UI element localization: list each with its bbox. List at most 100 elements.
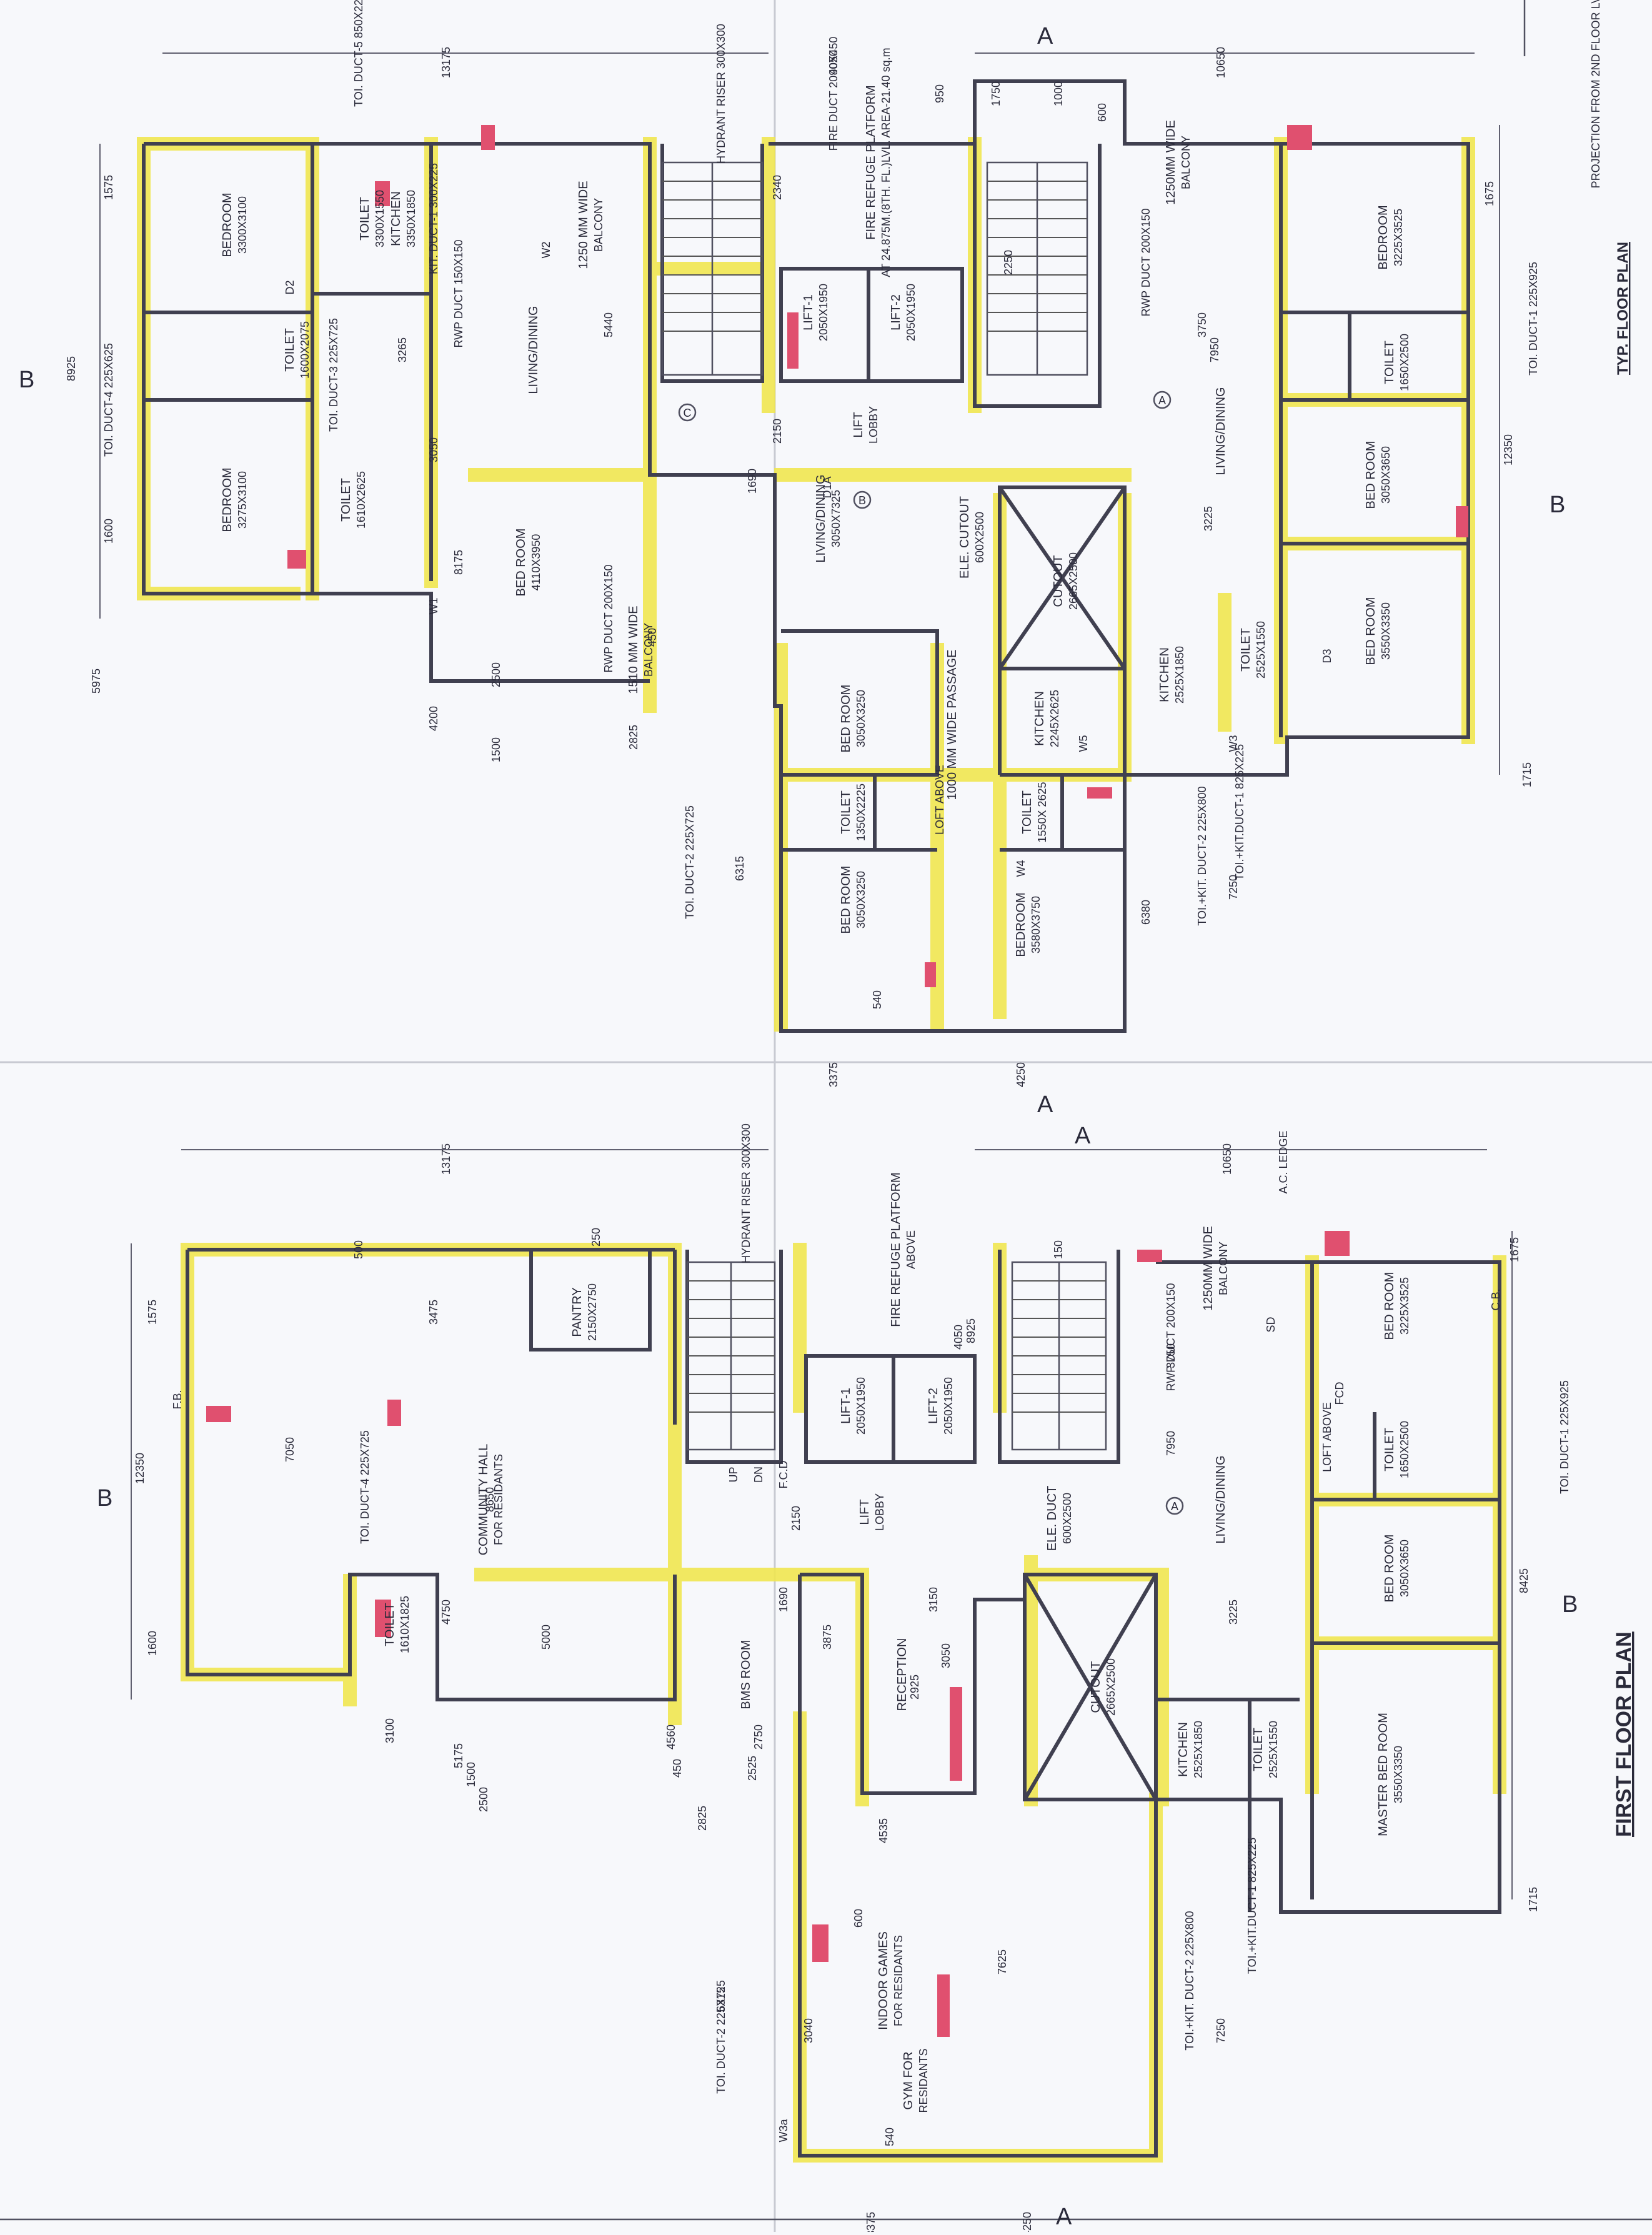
room-size: ABOVE xyxy=(905,1230,917,1269)
stair-left xyxy=(661,161,764,376)
annotation-label: C.B. xyxy=(1490,1288,1502,1310)
room-size: BALCONY xyxy=(592,198,605,252)
dim-value: 3050 xyxy=(940,1643,952,1668)
room-name: FIRE REFUGE PLATFORM xyxy=(864,85,878,239)
room-name: TOILET xyxy=(1251,1728,1265,1771)
dim-value: 600 xyxy=(852,1909,865,1928)
room-size: 1650X2500 xyxy=(1398,334,1411,391)
duct-block xyxy=(925,962,936,987)
door-tag: D2 xyxy=(284,280,296,294)
annotation-label: TOI. DUCT-4 225X625 xyxy=(102,343,115,457)
ff-stair-right xyxy=(1011,1261,1107,1451)
dim-value: 3750 xyxy=(1165,1343,1177,1368)
dim-value: 2500 xyxy=(477,1787,490,1812)
dim-value: 2525 xyxy=(746,1756,759,1781)
duct-block xyxy=(387,1400,401,1426)
dim-value: 1675 xyxy=(1508,1237,1521,1262)
grid-bubble-c xyxy=(678,403,697,422)
stair-right xyxy=(986,161,1088,376)
dim-value: 4200 xyxy=(427,706,440,731)
room-name: 1250 MM WIDE xyxy=(577,181,590,269)
room-size: 600X2500 xyxy=(973,512,986,563)
dim-value: 2500 xyxy=(490,662,502,687)
grid-letter: A xyxy=(1158,394,1166,407)
annotation-label: A.C. LEDGE xyxy=(1277,1130,1290,1193)
dim-value: 3100 xyxy=(384,1718,396,1743)
room-size: 600X2500 xyxy=(1061,1493,1073,1544)
room-size: BALCONY xyxy=(1180,136,1192,189)
room-size: 3050X3250 xyxy=(855,871,867,928)
room-name: FIRE REFUGE PLATFORM xyxy=(889,1172,903,1327)
dim-value: 7250 xyxy=(1227,875,1240,900)
room-size: 4110X3950 xyxy=(530,534,542,591)
dim-value: 500 xyxy=(352,1240,365,1259)
annotation-label: RWP DUCT 200X150 xyxy=(1140,208,1152,316)
section-markers: B B A A B B A A xyxy=(19,23,1578,2230)
room-name: 1250MM WIDE xyxy=(1164,120,1178,205)
room-size: 3580X3750 xyxy=(1030,896,1042,953)
room-size: LOBBY xyxy=(873,1493,886,1531)
annotation-label: PROJECTION FROM 2ND FLOOR LVL. xyxy=(1590,0,1602,188)
dim-value: 3225 xyxy=(1202,506,1215,531)
annotation-label: UP xyxy=(727,1466,740,1482)
annotation-label: TOI. DUCT-2 225X725 xyxy=(684,805,696,919)
room-name: GYM FOR xyxy=(902,2051,915,2109)
room-name: LIFT xyxy=(858,1499,872,1525)
room-name: BED ROOM xyxy=(839,685,853,753)
room-name: LIVING/DINING xyxy=(527,306,540,394)
duct-block xyxy=(1087,787,1112,799)
dim-value: 10650 xyxy=(1221,1143,1233,1175)
room-name: LIFT-2 xyxy=(927,1388,940,1424)
room-size: BALCONY xyxy=(642,623,655,677)
dim-value: 540 xyxy=(871,990,883,1009)
room-name: KITCHEN xyxy=(1033,691,1047,746)
room-size: 3225X3525 xyxy=(1398,1277,1411,1335)
room-size: LOBBY xyxy=(867,406,880,444)
dim-value: 2825 xyxy=(627,725,640,750)
annotation-label: RWP DUCT 200X150 xyxy=(1165,1283,1177,1391)
room-size: 3050X3250 xyxy=(855,690,867,747)
annotation-label: F.C.D xyxy=(777,1460,790,1488)
section-mark-b-ff-right: B xyxy=(1562,1591,1578,1618)
room-size: 2050X1950 xyxy=(855,1377,867,1435)
room-size: 2050X1950 xyxy=(942,1377,955,1435)
dim-value: 8425 xyxy=(1518,1568,1530,1593)
annotation-label: TOI.+KIT.DUCT-1 825X225 xyxy=(1233,744,1246,880)
dim-value: 1715 xyxy=(1521,762,1533,787)
dim-value: 1500 xyxy=(490,737,502,762)
dim-value: 4050 xyxy=(827,50,840,75)
dim-value: 1600 xyxy=(146,1631,159,1656)
dim-value: 250 xyxy=(590,1228,602,1247)
room-name: LIVING/DINING xyxy=(1214,387,1228,475)
dim-value: 1600 xyxy=(102,519,115,544)
annotation-label: RWP DUCT 150X150 xyxy=(452,239,465,347)
room-name: ELE. DUCT xyxy=(1045,1486,1059,1551)
duct-block xyxy=(481,125,495,150)
dim-value: 7950 xyxy=(1208,337,1221,362)
dim-value: 2925 xyxy=(908,1675,921,1700)
dim-value: 5000 xyxy=(540,1625,552,1650)
annotation-label: TOI. DUCT-2 225X725 xyxy=(715,1980,727,2094)
dim-value: 7250 xyxy=(1215,2018,1227,2043)
room-name: TOILET xyxy=(383,1603,397,1646)
dim-value: 1575 xyxy=(146,1300,159,1325)
room-name: BED ROOM xyxy=(1364,441,1378,509)
room-size: AT 24.875M.(8TH. FL.)LVL. AREA-21.40 sq.… xyxy=(880,47,892,277)
grid-letter: A xyxy=(1171,1500,1178,1513)
room-size: 2525X1550 xyxy=(1267,1721,1280,1778)
annotation-label: LOFT ABOVE xyxy=(933,765,946,835)
dim-value: 3475 xyxy=(427,1300,440,1325)
dim-value: 5440 xyxy=(602,312,615,337)
room-size: 2525X1850 xyxy=(1192,1721,1205,1778)
duct-block xyxy=(375,181,390,206)
dim-value: 3150 xyxy=(927,1587,940,1612)
duct-block xyxy=(937,1974,950,2037)
duct-block xyxy=(1456,506,1468,537)
section-mark-a-typ-bottom: A xyxy=(1037,1092,1053,1118)
room-name: KITCHEN xyxy=(389,191,403,246)
dim-value: 13175 xyxy=(440,47,452,78)
